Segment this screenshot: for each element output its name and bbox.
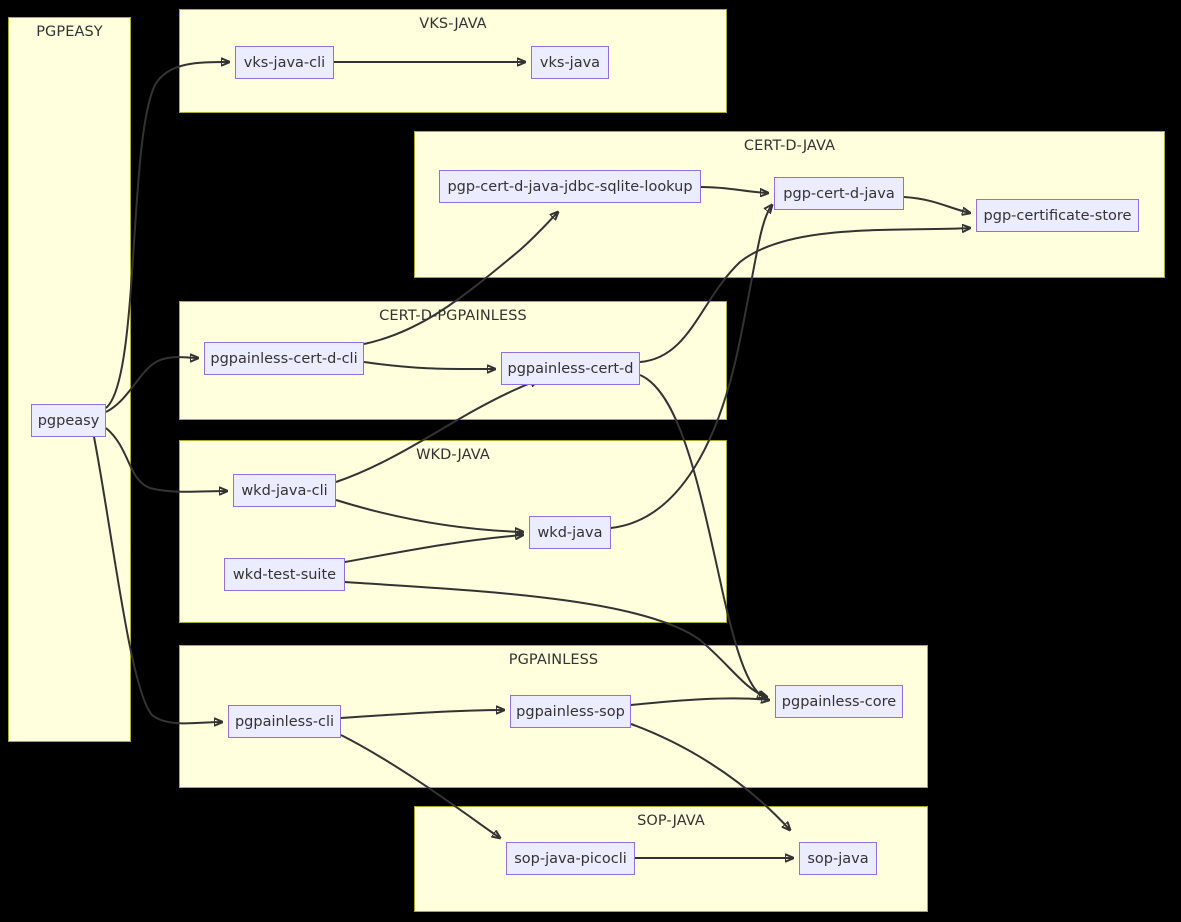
node-pgpainless-core[interactable]: pgpainless-core [775,685,903,718]
node-label: sop-java [807,850,869,867]
node-sop-java-picocli[interactable]: sop-java-picocli [506,842,635,875]
node-wkd-test-suite[interactable]: wkd-test-suite [224,558,345,591]
node-pgp-cert-d-java[interactable]: pgp-cert-d-java [774,177,904,210]
node-vks-java-cli[interactable]: vks-java-cli [235,46,334,79]
node-label: pgpainless-sop [516,703,625,720]
node-label: wkd-java-cli [241,482,328,499]
node-label: pgp-cert-d-java-jdbc-sqlite-lookup [447,178,693,195]
node-pgp-certificate-store[interactable]: pgp-certificate-store [976,199,1139,232]
node-label: pgpeasy [37,412,100,429]
node-pgpainless-cert-d[interactable]: pgpainless-cert-d [501,352,640,385]
cluster-label-cert-d-pgpainless: CERT-D-PGPAINLESS [379,308,527,324]
node-pgpainless-sop[interactable]: pgpainless-sop [510,695,631,728]
node-label: pgpainless-cert-d [507,360,634,377]
node-label: pgpainless-cli [234,713,335,730]
node-label: pgpainless-cert-d-cli [210,350,358,367]
node-wkd-java[interactable]: wkd-java [529,516,611,549]
node-label: vks-java [539,54,601,71]
cluster-label-pgpeasy: PGPEASY [36,24,103,40]
node-label: wkd-test-suite [232,566,337,583]
node-vks-java[interactable]: vks-java [531,46,609,79]
node-pgpeasy[interactable]: pgpeasy [31,404,106,437]
cluster-label-sop-java: SOP-JAVA [637,813,705,829]
node-label: pgp-cert-d-java [783,185,895,202]
cluster-label-wkd-java: WKD-JAVA [416,447,490,463]
node-pgpainless-cert-d-cli[interactable]: pgpainless-cert-d-cli [204,342,364,375]
cluster-pgpeasy: PGPEASY [8,17,131,742]
node-sop-java[interactable]: sop-java [799,842,877,875]
node-label: sop-java-picocli [514,850,627,867]
cluster-label-vks-java: VKS-JAVA [419,16,487,32]
node-pgp-cert-d-java-jdbc-sqlite-lookup[interactable]: pgp-cert-d-java-jdbc-sqlite-lookup [439,170,701,203]
cluster-wkd-java: WKD-JAVA [179,440,727,623]
node-wkd-java-cli[interactable]: wkd-java-cli [233,474,336,507]
cluster-label-pgpainless: PGPAINLESS [508,652,599,668]
node-label: vks-java-cli [243,54,326,71]
node-label: pgp-certificate-store [983,207,1132,224]
node-pgpainless-cli[interactable]: pgpainless-cli [228,705,341,738]
node-label: pgpainless-core [781,693,897,710]
node-label: wkd-java [537,524,603,541]
cluster-label-cert-d-java: CERT-D-JAVA [743,138,836,154]
